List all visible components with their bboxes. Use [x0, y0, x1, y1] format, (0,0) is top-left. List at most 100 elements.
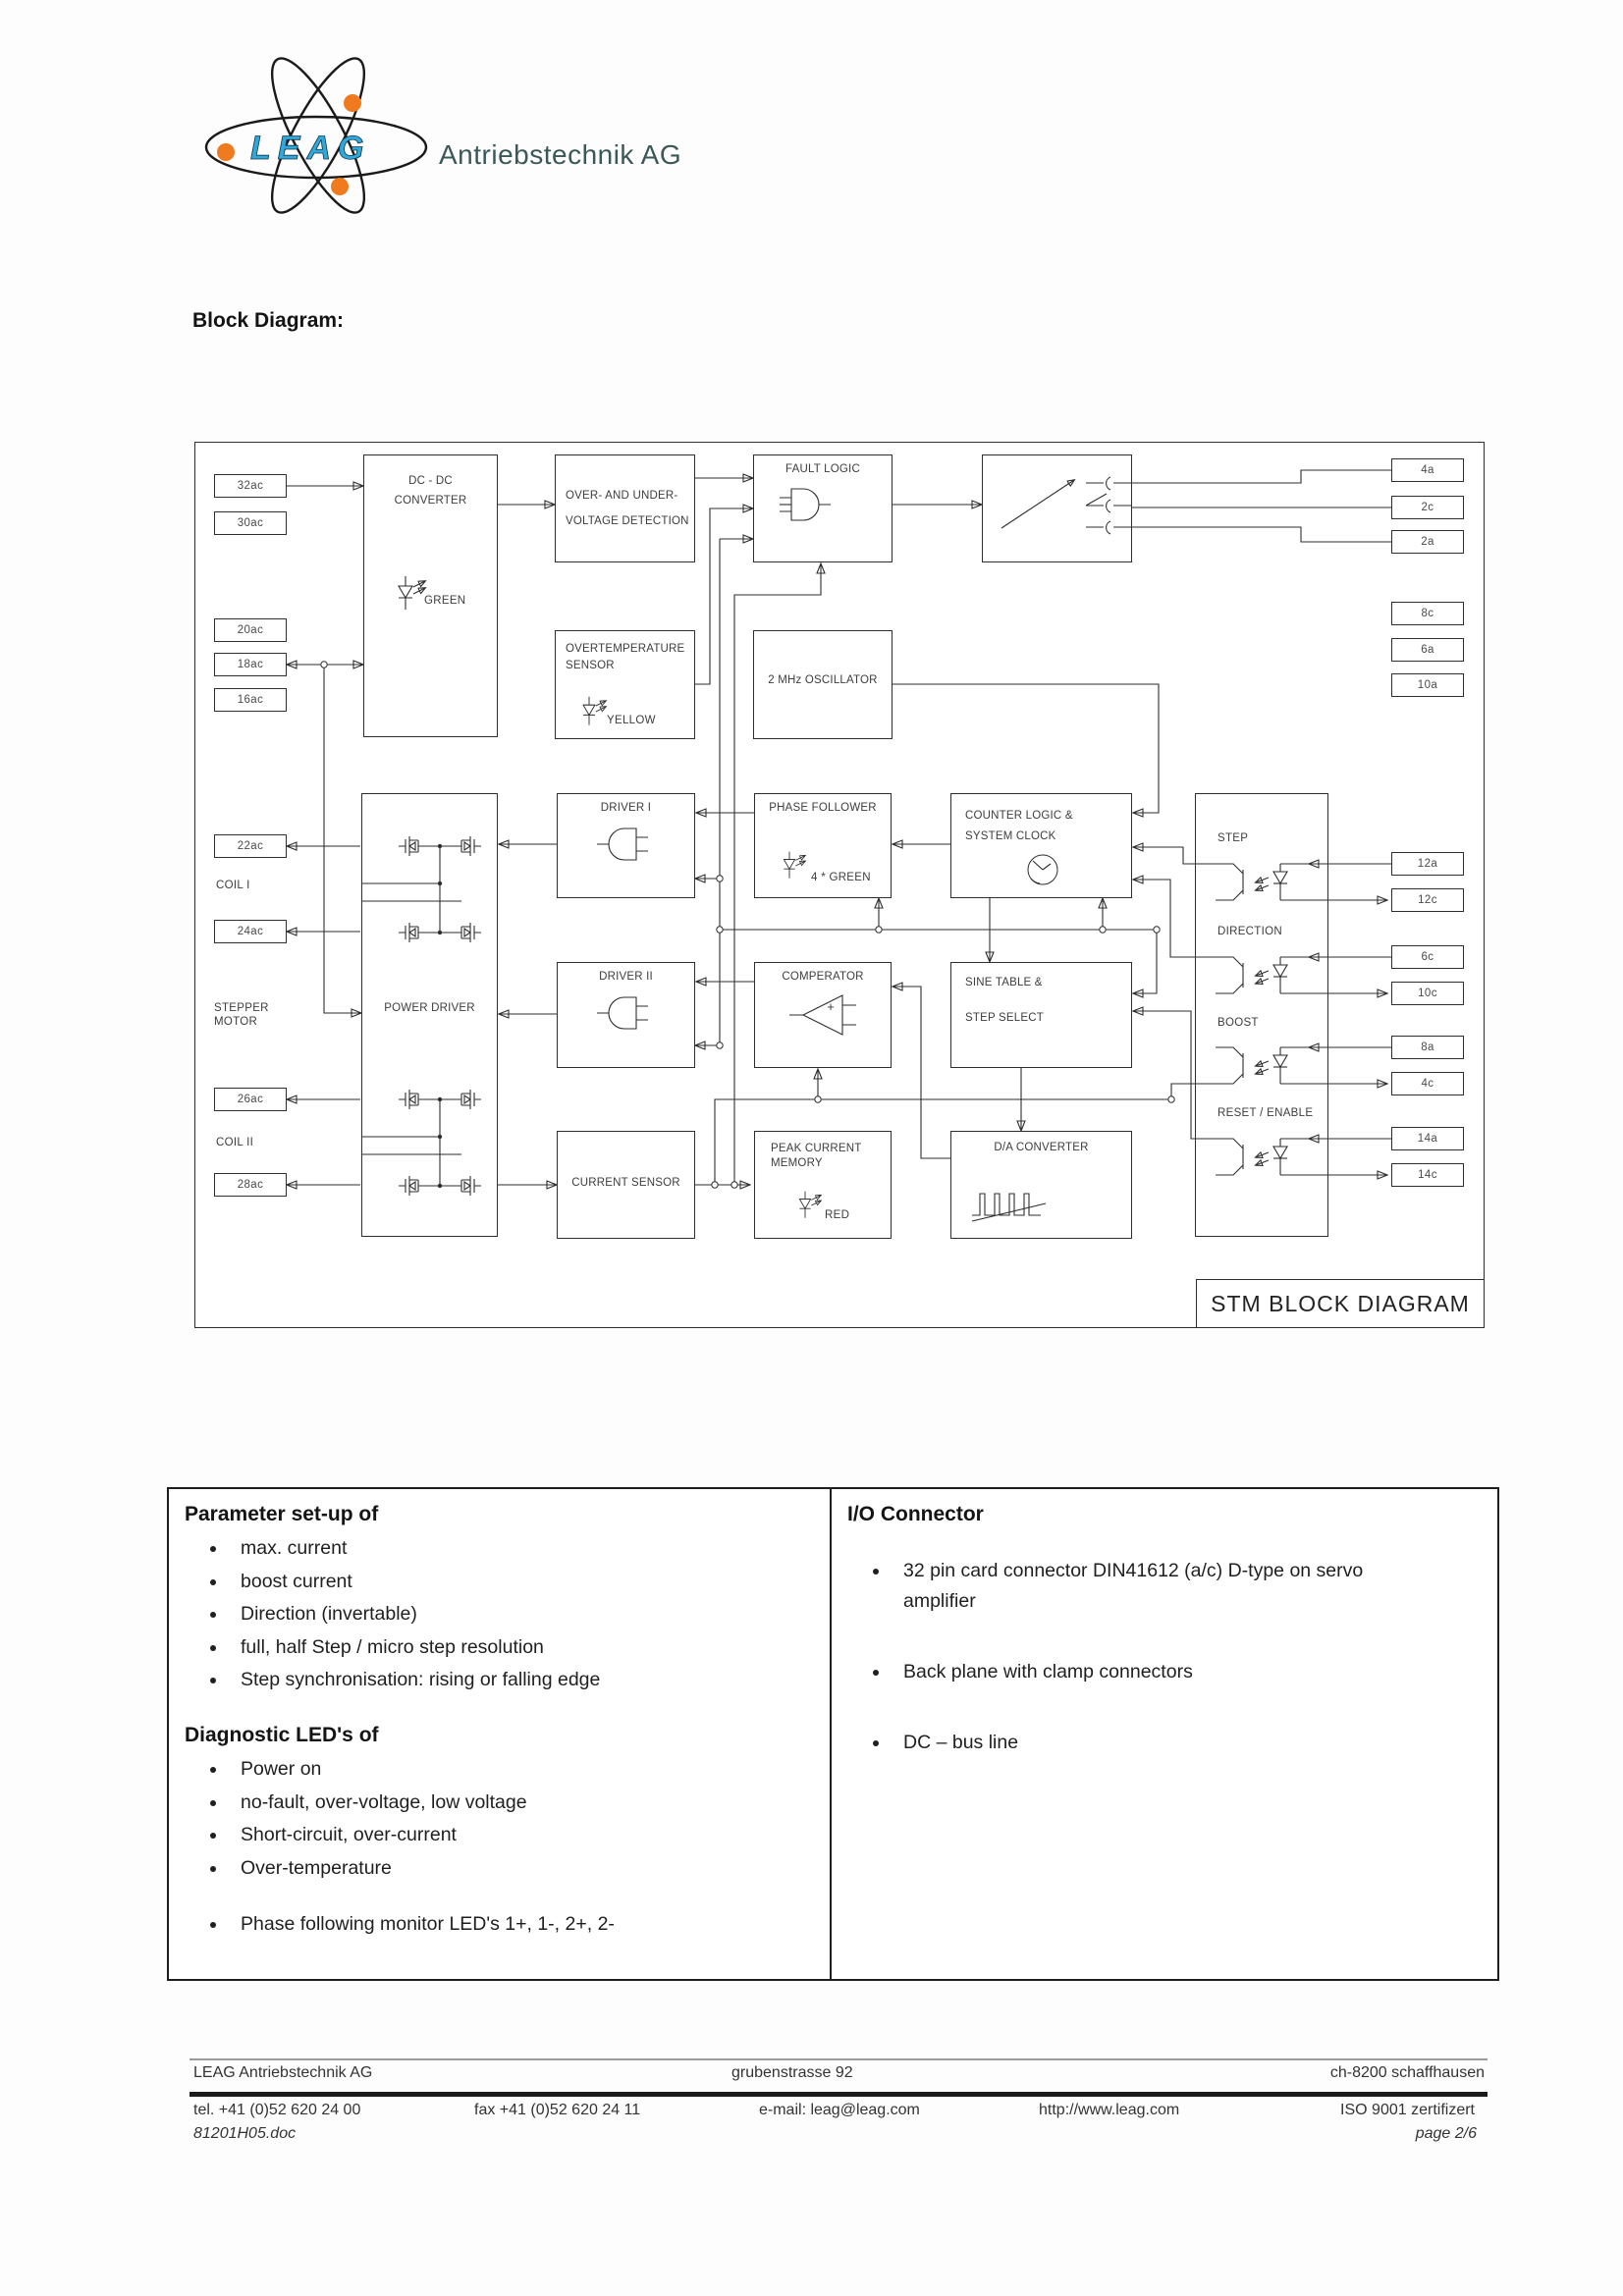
- page-title: Block Diagram:: [192, 309, 345, 332]
- list-item: no-fault, over-voltage, low voltage: [228, 1791, 810, 1813]
- opto-label-reset-enable: RESET / ENABLE: [1217, 1107, 1314, 1119]
- phase-monitor-list: Phase following monitor LED's 1+, 1-, 2+…: [183, 1913, 810, 1935]
- box-oscillator: 2 MHz OSCILLATOR: [753, 630, 893, 739]
- box-over-under-voltage: OVER- AND UNDER- VOLTAGE DETECTION: [555, 454, 695, 562]
- box-current-sensor: CURRENT SENSOR: [557, 1131, 695, 1239]
- box-fault-logic: FAULT LOGIC: [753, 454, 893, 562]
- table-cell-io-connector: I/O Connector 32 pin card connector DIN4…: [832, 1489, 1497, 1979]
- pin-8c: 8c: [1391, 602, 1464, 625]
- pin-4a: 4a: [1391, 458, 1464, 482]
- footer-doc-name: 81201H05.doc: [193, 2125, 297, 2142]
- pin-4c: 4c: [1391, 1072, 1464, 1095]
- diagram-title-box: STM BLOCK DIAGRAM: [1196, 1279, 1485, 1328]
- pin-10a: 10a: [1391, 673, 1464, 697]
- table-cell-parameters: Parameter set-up of max. current boost c…: [169, 1489, 832, 1979]
- box-label: SENSOR: [566, 660, 615, 671]
- label-stepper: STEPPER MOTOR: [214, 1001, 269, 1029]
- pin-22ac: 22ac: [214, 834, 287, 858]
- label-coil2: COIL II: [216, 1137, 254, 1148]
- list-item: Over-temperature: [228, 1857, 810, 1879]
- pin-14a: 14a: [1391, 1127, 1464, 1150]
- box-label: MEMORY: [771, 1157, 823, 1169]
- box-label: SINE TABLE &: [965, 977, 1043, 988]
- label-coil1: COIL I: [216, 880, 250, 891]
- pin-28ac: 28ac: [214, 1173, 287, 1197]
- pin-6a: 6a: [1391, 638, 1464, 662]
- box-driver-2: DRIVER II: [557, 962, 695, 1068]
- footer-tel: tel. +41 (0)52 620 24 00: [193, 2102, 361, 2118]
- pin-2c: 2c: [1391, 496, 1464, 519]
- box-label: POWER DRIVER: [384, 1002, 475, 1014]
- opto-label-boost: BOOST: [1217, 1017, 1259, 1029]
- diagnostic-heading: Diagnostic LED's of: [185, 1724, 379, 1746]
- pin-24ac: 24ac: [214, 920, 287, 943]
- logo-orange-dot: [217, 143, 235, 161]
- logo-orange-dot: [344, 94, 361, 112]
- box-label: CONVERTER: [394, 495, 467, 507]
- box-label: SYSTEM CLOCK: [965, 830, 1056, 842]
- led-label-4green: 4 * GREEN: [811, 872, 871, 883]
- box-comparator: COMPERATOR: [754, 962, 892, 1068]
- box-sine-table: SINE TABLE & STEP SELECT: [950, 962, 1132, 1068]
- list-item: 32 pin card connector DIN41612 (a/c) D-t…: [891, 1556, 1438, 1617]
- box-label: D/A CONVERTER: [994, 1142, 1089, 1153]
- list-item: Power on: [228, 1759, 810, 1780]
- diagnostic-list: Power on no-fault, over-voltage, low vol…: [183, 1759, 810, 1879]
- box-opto-column: [1195, 793, 1328, 1237]
- pin-18ac: 18ac: [214, 653, 287, 676]
- opto-label-step: STEP: [1217, 832, 1249, 844]
- box-label: FAULT LOGIC: [785, 463, 860, 475]
- box-peak-current-memory: PEAK CURRENT MEMORY: [754, 1131, 892, 1239]
- box-da-converter: D/A CONVERTER: [950, 1131, 1132, 1239]
- pin-26ac: 26ac: [214, 1088, 287, 1111]
- footer-company: LEAG Antriebstechnik AG: [193, 2064, 373, 2081]
- list-item: Step synchronisation: rising or falling …: [228, 1670, 810, 1690]
- box-driver-1: DRIVER I: [557, 793, 695, 898]
- label-stepper-line1: STEPPER: [214, 1002, 269, 1014]
- footer-city: ch-8200 schaffhausen: [1329, 2064, 1485, 2081]
- pin-16ac: 16ac: [214, 688, 287, 712]
- box-label: COMPERATOR: [782, 971, 864, 983]
- parameter-list: max. current boost current Direction (in…: [183, 1538, 810, 1690]
- logo-orange-dot: [331, 178, 349, 195]
- box-label: DC - DC: [408, 475, 453, 487]
- pin-6c: 6c: [1391, 945, 1464, 969]
- box-label: COUNTER LOGIC &: [965, 810, 1073, 822]
- box-relay-output: [982, 454, 1132, 562]
- footer-rule-thick: [189, 2092, 1488, 2097]
- box-power-driver: POWER DRIVER: [361, 793, 498, 1237]
- box-label: PEAK CURRENT: [771, 1143, 862, 1154]
- parameter-heading: Parameter set-up of: [185, 1503, 379, 1525]
- list-item: Phase following monitor LED's 1+, 1-, 2+…: [228, 1913, 810, 1935]
- pin-20ac: 20ac: [214, 618, 287, 642]
- diagram-title: STM BLOCK DIAGRAM: [1211, 1291, 1470, 1316]
- list-item: boost current: [228, 1571, 810, 1592]
- feature-table: Parameter set-up of max. current boost c…: [167, 1487, 1499, 1981]
- pin-8a: 8a: [1391, 1036, 1464, 1059]
- logo-atom-icon: LEAG: [204, 57, 428, 214]
- pin-14c: 14c: [1391, 1163, 1464, 1187]
- box-label: OVER- AND UNDER-: [566, 490, 678, 502]
- io-connector-heading: I/O Connector: [847, 1503, 984, 1525]
- label-stepper-line2: MOTOR: [214, 1016, 258, 1028]
- list-item: Direction (invertable): [228, 1604, 810, 1625]
- footer-rule-thin: [189, 2058, 1488, 2060]
- box-counter-logic: COUNTER LOGIC & SYSTEM CLOCK: [950, 793, 1132, 898]
- footer-page-number: page 2/6: [1415, 2125, 1477, 2142]
- pin-10c: 10c: [1391, 982, 1464, 1005]
- pin-2a: 2a: [1391, 530, 1464, 554]
- footer-web: http://www.leag.com: [1039, 2102, 1180, 2118]
- opto-label-direction: DIRECTION: [1217, 926, 1282, 937]
- pin-12a: 12a: [1391, 852, 1464, 876]
- box-label: 2 MHz OSCILLATOR: [768, 674, 878, 686]
- box-label: STEP SELECT: [965, 1012, 1044, 1024]
- box-label: CURRENT SENSOR: [571, 1177, 680, 1189]
- led-label-yellow: YELLOW: [607, 715, 656, 726]
- pin-32ac: 32ac: [214, 474, 287, 498]
- box-label: DRIVER I: [600, 802, 652, 814]
- list-item: Back plane with clamp connectors: [891, 1657, 1438, 1687]
- list-item: full, half Step / micro step resolution: [228, 1636, 810, 1658]
- box-label: OVERTEMPERATURE: [566, 643, 685, 655]
- footer-fax: fax +41 (0)52 620 24 11: [474, 2102, 641, 2118]
